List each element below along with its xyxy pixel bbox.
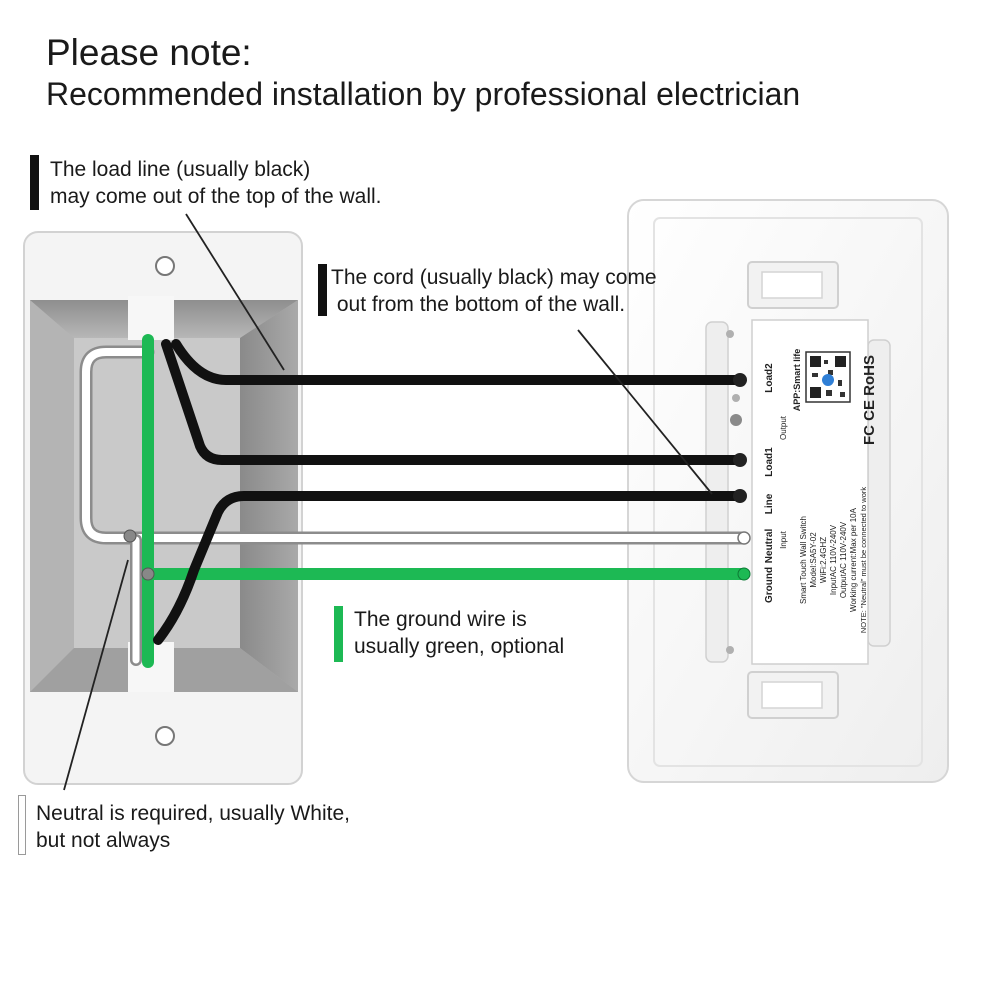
callout-cord-1: The cord (usually black) may come: [331, 266, 657, 289]
terminal-label-neutral: Neutral: [764, 529, 775, 564]
callout-ground: The ground wire is usually green, option…: [354, 606, 564, 660]
neutral-marker: [18, 795, 26, 855]
leader-lines: [63, 213, 713, 791]
box-back-wall: [74, 338, 240, 648]
wall-box: [23, 231, 303, 785]
bottom-screw-hole: [155, 726, 175, 746]
group-label-input: Input: [779, 530, 788, 549]
callout-load-line-1: The load line (usually black): [50, 158, 311, 181]
leader-neutral: [63, 559, 129, 791]
spec-line-6: Working current:Max per 10A: [849, 507, 858, 612]
callout-cord: The cord (usually black) may come out fr…: [331, 264, 657, 318]
callout-neutral: Neutral is required, usually White, but …: [36, 800, 350, 854]
neutral-wire: [82, 348, 748, 542]
top-knockout: [128, 296, 174, 340]
terminal-label-line: Line: [764, 493, 775, 514]
callout-neutral-1: Neutral is required, usually White,: [36, 802, 350, 825]
load2-wire: [171, 339, 745, 385]
page-subtitle: Recommended installation by professional…: [46, 76, 801, 112]
terminal-label-load1: Load1: [764, 447, 775, 477]
callout-ground-2: usually green, optional: [354, 635, 565, 658]
page-title: Please note:: [46, 32, 252, 73]
callout-cord-2: out from the bottom of the wall.: [331, 293, 626, 316]
module-note: NOTE: "Neutral" must be connected to wor…: [859, 487, 868, 633]
app-label: APP:Smart life: [792, 349, 802, 412]
load-line-marker: [30, 155, 39, 210]
callout-ground-1: The ground wire is: [354, 608, 527, 631]
leader-cord: [577, 329, 713, 495]
ground-marker: [334, 606, 343, 662]
terminal-label-load2: Load2: [764, 363, 775, 393]
line-wire: [153, 491, 745, 645]
spec-line-2: Model:SA5Y-02: [809, 532, 818, 588]
callout-load-line: The load line (usually black) may come o…: [50, 156, 382, 210]
top-screw-hole: [155, 256, 175, 276]
wires: [79, 334, 751, 668]
module-text: Load2 Load1 Line Neutral Ground Output I…: [764, 349, 878, 633]
spec-line-1: Smart Touch Wall Switch: [799, 516, 808, 604]
spec-line-3: WiFi:2.4GHZ: [819, 537, 828, 583]
callout-neutral-2: but not always: [36, 829, 171, 852]
load1-wire: [161, 339, 745, 465]
spec-line-4: InputAC 110V-240V: [829, 524, 838, 595]
switch-plate: [627, 199, 949, 783]
cord-marker: [318, 264, 327, 316]
spec-line-5: OutputAC 110V-240V: [839, 521, 848, 598]
module-terminals: [733, 373, 751, 581]
leader-load-line: [185, 213, 285, 371]
callout-load-line-2: may come out of the top of the wall.: [50, 185, 382, 208]
group-label-output: Output: [779, 415, 788, 440]
certification-marks: FC CE RoHS: [861, 355, 878, 445]
qr-code-icon: [805, 351, 851, 403]
terminal-label-ground: Ground: [764, 567, 775, 603]
